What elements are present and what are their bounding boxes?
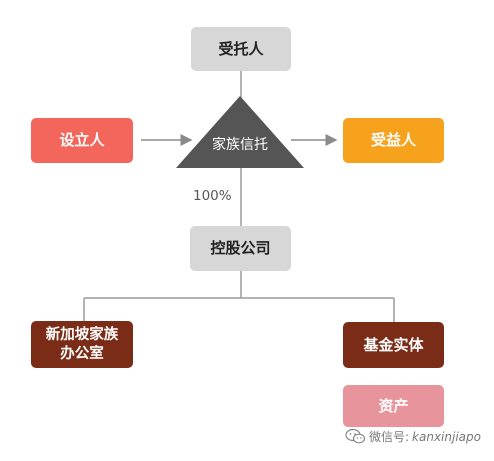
holding-company-label: 控股公司 — [210, 239, 271, 258]
wechat-watermark: 微信号: kanxinjiapo — [345, 428, 481, 445]
watermark-prefix: 微信号: — [369, 430, 410, 444]
fund-entity-node: 基金实体 — [343, 322, 444, 368]
ownership-percent: 100% — [193, 188, 232, 204]
sfo-label-line1: 新加坡家族 — [45, 327, 119, 344]
beneficiary-label: 受益人 — [370, 131, 416, 150]
watermark-account: kanxinjiapo — [412, 429, 481, 444]
settlor-node: 设立人 — [31, 118, 133, 163]
sfo-label-line2: 办公室 — [60, 345, 104, 362]
trustee-node: 受托人 — [191, 27, 291, 71]
wechat-icon — [345, 428, 366, 444]
family-trust-label: 家族信托 — [212, 136, 268, 153]
singapore-family-office-label: 新加坡家族 办公室 — [46, 326, 119, 362]
settlor-label: 设立人 — [59, 131, 105, 150]
fund-entity-label: 基金实体 — [363, 335, 424, 354]
holding-company-node: 控股公司 — [190, 226, 291, 271]
trustee-label: 受托人 — [218, 39, 264, 58]
singapore-family-office-node: 新加坡家族 办公室 — [31, 321, 133, 368]
beneficiary-node: 受益人 — [343, 118, 444, 163]
assets-node: 资产 — [343, 385, 444, 427]
family-trust-triangle — [176, 96, 304, 168]
assets-label: 资产 — [378, 396, 409, 415]
